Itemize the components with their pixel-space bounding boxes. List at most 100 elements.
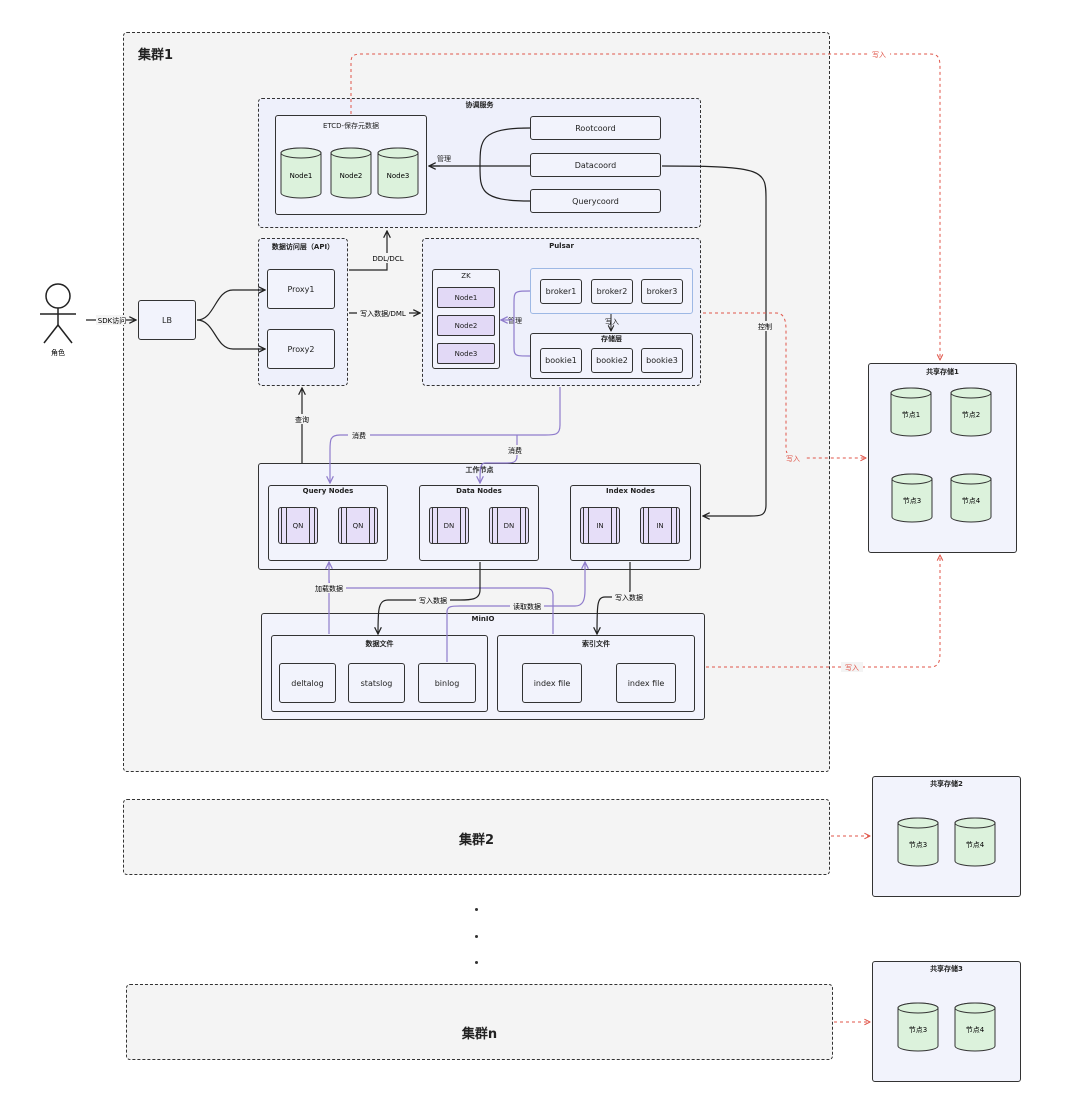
datacoord-box: Datacoord — [530, 153, 661, 177]
shared1-node2-cylinder: 节点2 — [950, 387, 992, 437]
write-data-label-2: 写入数据 — [615, 593, 643, 602]
write-mid-label: 写入 — [786, 455, 800, 463]
dml-label: 写入数据/DML — [360, 309, 406, 318]
dn-node-2: DN — [489, 507, 529, 544]
read-data-arrow — [446, 562, 585, 662]
cluster-2 — [123, 799, 830, 875]
ellipsis-dot-3 — [475, 961, 478, 964]
shared2-node4-cylinder: 节点4 — [954, 817, 996, 867]
write-mid-arrow — [703, 312, 866, 458]
actor-icon — [40, 283, 76, 344]
shared2-node3-cylinder-label: 节点3 — [909, 841, 927, 849]
write-data-label-1: 写入数据 — [419, 596, 447, 605]
shared-storage-3-title: 共享存储3 — [930, 965, 963, 973]
cluster-n — [126, 984, 833, 1060]
query-label: 查询 — [295, 415, 309, 424]
actor-label: 角色 — [51, 348, 65, 357]
bookie2-box: bookie2 — [591, 348, 633, 373]
pulsar-title: Pulsar — [549, 242, 574, 250]
write-bottom-label: 写入 — [845, 664, 859, 672]
bookie3-box: bookie3 — [641, 348, 683, 373]
statslog-box: statslog — [348, 663, 405, 703]
etcd-node2-cylinder: Node2 — [330, 147, 372, 199]
coord-title: 协调服务 — [465, 101, 494, 109]
shared3-node3-cylinder: 节点3 — [897, 1002, 939, 1052]
index-files-title: 索引文件 — [582, 640, 610, 648]
in-node-1: IN — [580, 507, 620, 544]
load-data-label: 加载数据 — [315, 584, 343, 593]
shared1-node4-cylinder: 节点4 — [950, 473, 992, 523]
control-label: 控制 — [758, 322, 772, 331]
cluster-n-title: 集群n — [461, 1027, 498, 1042]
workers-title: 工作节点 — [465, 466, 494, 474]
coord-manage-arrows — [430, 127, 531, 202]
consume-label-2: 消费 — [508, 446, 522, 455]
access-title: 数据访问层（API） — [271, 243, 335, 251]
write-bottom-arrow — [706, 555, 940, 668]
shared1-node4-cylinder-label: 节点4 — [962, 497, 981, 505]
shared2-node3-cylinder: 节点3 — [897, 817, 939, 867]
proxy1-box: Proxy1 — [267, 269, 335, 309]
storage-title: 存储层 — [601, 335, 622, 343]
shared-storage-3 — [872, 961, 1021, 1082]
write-top-label: 写入 — [872, 51, 886, 59]
data-nodes-title: Data Nodes — [456, 487, 502, 495]
shared-storage-2 — [872, 776, 1021, 897]
lb-proxy1-arrow — [196, 290, 265, 321]
ellipsis-dot-2 — [475, 935, 478, 938]
etcd-node1-cylinder-label: Node1 — [290, 172, 313, 180]
cluster-2-title: 集群2 — [458, 833, 495, 848]
pulsar-write-label: 写入 — [605, 318, 619, 326]
pulsar-manage-label: 管理 — [508, 317, 522, 325]
etcd-title: ETCD-保存元数据 — [322, 122, 380, 130]
proxy2-box: Proxy2 — [267, 329, 335, 369]
zk-node2: Node2 — [437, 315, 495, 336]
shared1-node3-cylinder-label: 节点3 — [903, 497, 921, 505]
lb-proxy2-arrow — [196, 319, 265, 349]
rootcoord-box: Rootcoord — [530, 116, 661, 140]
index-nodes-title: Index Nodes — [606, 487, 655, 495]
minio-title: MinIO — [471, 615, 495, 623]
data-files-title: 数据文件 — [365, 640, 394, 648]
pulsar-manage-bracket — [513, 290, 531, 357]
shared1-node1-cylinder: 节点1 — [890, 387, 932, 437]
shared-storage-2-title: 共享存储2 — [930, 780, 963, 788]
shared1-node1-cylinder-label: 节点1 — [902, 411, 920, 419]
dn-node-1: DN — [429, 507, 469, 544]
ddl-arrow — [349, 231, 387, 271]
qn-node-2: QN — [338, 507, 378, 544]
etcd-node1-cylinder: Node1 — [280, 147, 322, 199]
binlog-box: binlog — [418, 663, 476, 703]
zk-node3: Node3 — [437, 343, 495, 364]
zk-node1: Node1 — [437, 287, 495, 308]
consume-label-1: 消费 — [352, 431, 366, 440]
shared1-node3-cylinder: 节点3 — [891, 473, 933, 523]
control-arrow — [661, 165, 767, 516]
zk-title: ZK — [461, 272, 471, 280]
index-file-box-2: index file — [616, 663, 676, 703]
consume-arrow-data — [480, 435, 518, 483]
ddl-label: DDL/DCL — [372, 255, 403, 263]
write-top-arrow — [350, 53, 940, 360]
broker1-box: broker1 — [540, 279, 582, 304]
ellipsis-dot-1 — [475, 908, 478, 911]
broker3-box: broker3 — [641, 279, 683, 304]
lb-box: LB — [138, 300, 196, 340]
cluster-1-title: 集群1 — [138, 48, 174, 63]
qn-node-1: QN — [278, 507, 318, 544]
broker2-box: broker2 — [591, 279, 633, 304]
bookie1-box: bookie1 — [540, 348, 582, 373]
query-nodes-title: Query Nodes — [302, 487, 354, 495]
consume-arrow-query — [330, 387, 561, 483]
write-data-arrow-1 — [378, 562, 481, 634]
index-file-box-1: index file — [522, 663, 582, 703]
etcd-node3-cylinder: Node3 — [377, 147, 419, 199]
shared3-node4-cylinder-label: 节点4 — [966, 1026, 985, 1034]
shared3-node4-cylinder: 节点4 — [954, 1002, 996, 1052]
deltalog-box: deltalog — [279, 663, 336, 703]
sdk-label: SDK访问 — [98, 316, 126, 325]
shared2-node4-cylinder-label: 节点4 — [966, 841, 985, 849]
shared1-node2-cylinder-label: 节点2 — [962, 411, 980, 419]
